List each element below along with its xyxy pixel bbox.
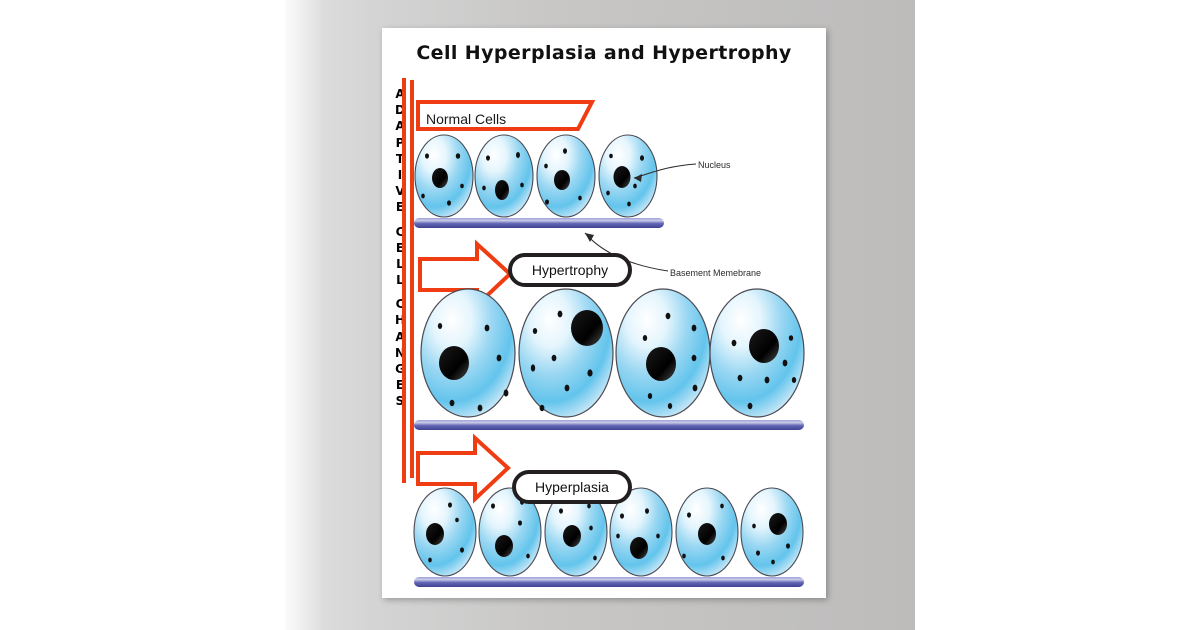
cell [615, 288, 711, 418]
nucleus-callout-label: Nucleus [698, 160, 731, 170]
nucleus [439, 346, 469, 380]
row-normal-cells [414, 134, 664, 228]
cell [478, 487, 542, 577]
hypertrophy-label: Hypertrophy [508, 253, 632, 287]
vletter: A [395, 119, 405, 134]
normal-cells-banner [416, 100, 596, 131]
row-hyperplasia [413, 487, 804, 587]
vletter: C [395, 297, 405, 312]
basement-membrane [414, 420, 804, 430]
hyperplasia-label: Hyperplasia [512, 470, 632, 504]
hyperplasia-arrow [416, 433, 511, 504]
cell [413, 487, 477, 577]
cell [609, 487, 673, 577]
vletter: C [395, 224, 405, 239]
vletter: E [395, 378, 405, 393]
page-title: Cell Hyperplasia and Hypertrophy [416, 42, 792, 64]
nucleus [646, 347, 676, 381]
hypertrophy-arrow [418, 239, 513, 310]
cell [675, 487, 739, 577]
wall-highlight [285, 0, 325, 630]
nucleus [432, 168, 448, 188]
poster: Cell Hyperplasia and Hypertrophy A D A P… [382, 28, 826, 598]
poster-canvas: Cell Hyperplasia and Hypertrophy A D A P… [382, 28, 826, 598]
vletter: I [397, 167, 403, 182]
cell [518, 288, 614, 418]
vletter: D [395, 103, 405, 118]
row-hypertrophy [414, 288, 805, 430]
nucleus [563, 525, 581, 547]
cell [420, 288, 516, 418]
nucleus [769, 513, 787, 535]
vletter: E [395, 240, 405, 255]
vletter: G [395, 362, 405, 376]
basement-membrane [414, 577, 804, 587]
nucleus [630, 537, 648, 559]
diagram-svg [402, 78, 805, 587]
vletter: A [395, 87, 405, 101]
adaptive-cell-changes-label: A D A P T I V E C E L L C H A N G E S [390, 88, 410, 412]
vletter: P [395, 135, 405, 150]
vletter: H [394, 313, 406, 328]
nucleus [613, 166, 631, 188]
vletter: T [395, 151, 405, 166]
cell [598, 134, 658, 218]
vletter: N [394, 345, 406, 360]
nucleus [571, 310, 603, 346]
nucleus [749, 329, 779, 363]
cell [536, 134, 596, 218]
basement-membrane-callout-label: Basement Memebrane [670, 268, 762, 278]
nucleus [426, 523, 444, 545]
vletter: E [395, 200, 405, 215]
cell [709, 288, 805, 418]
nucleus [495, 535, 513, 557]
nucleus-leader [633, 163, 697, 182]
vletter: S [395, 394, 405, 409]
nucleus [698, 523, 716, 545]
normal-cells-label: Normal Cells [426, 111, 507, 127]
cell [414, 134, 474, 218]
cell [474, 134, 534, 218]
cell [740, 487, 804, 577]
vletter: L [396, 256, 404, 271]
vletter: A [395, 329, 405, 344]
nucleus [554, 170, 570, 190]
nucleus [495, 180, 509, 200]
vletter: L [396, 273, 404, 288]
basement-membrane [414, 218, 664, 228]
vletter: V [395, 184, 405, 199]
